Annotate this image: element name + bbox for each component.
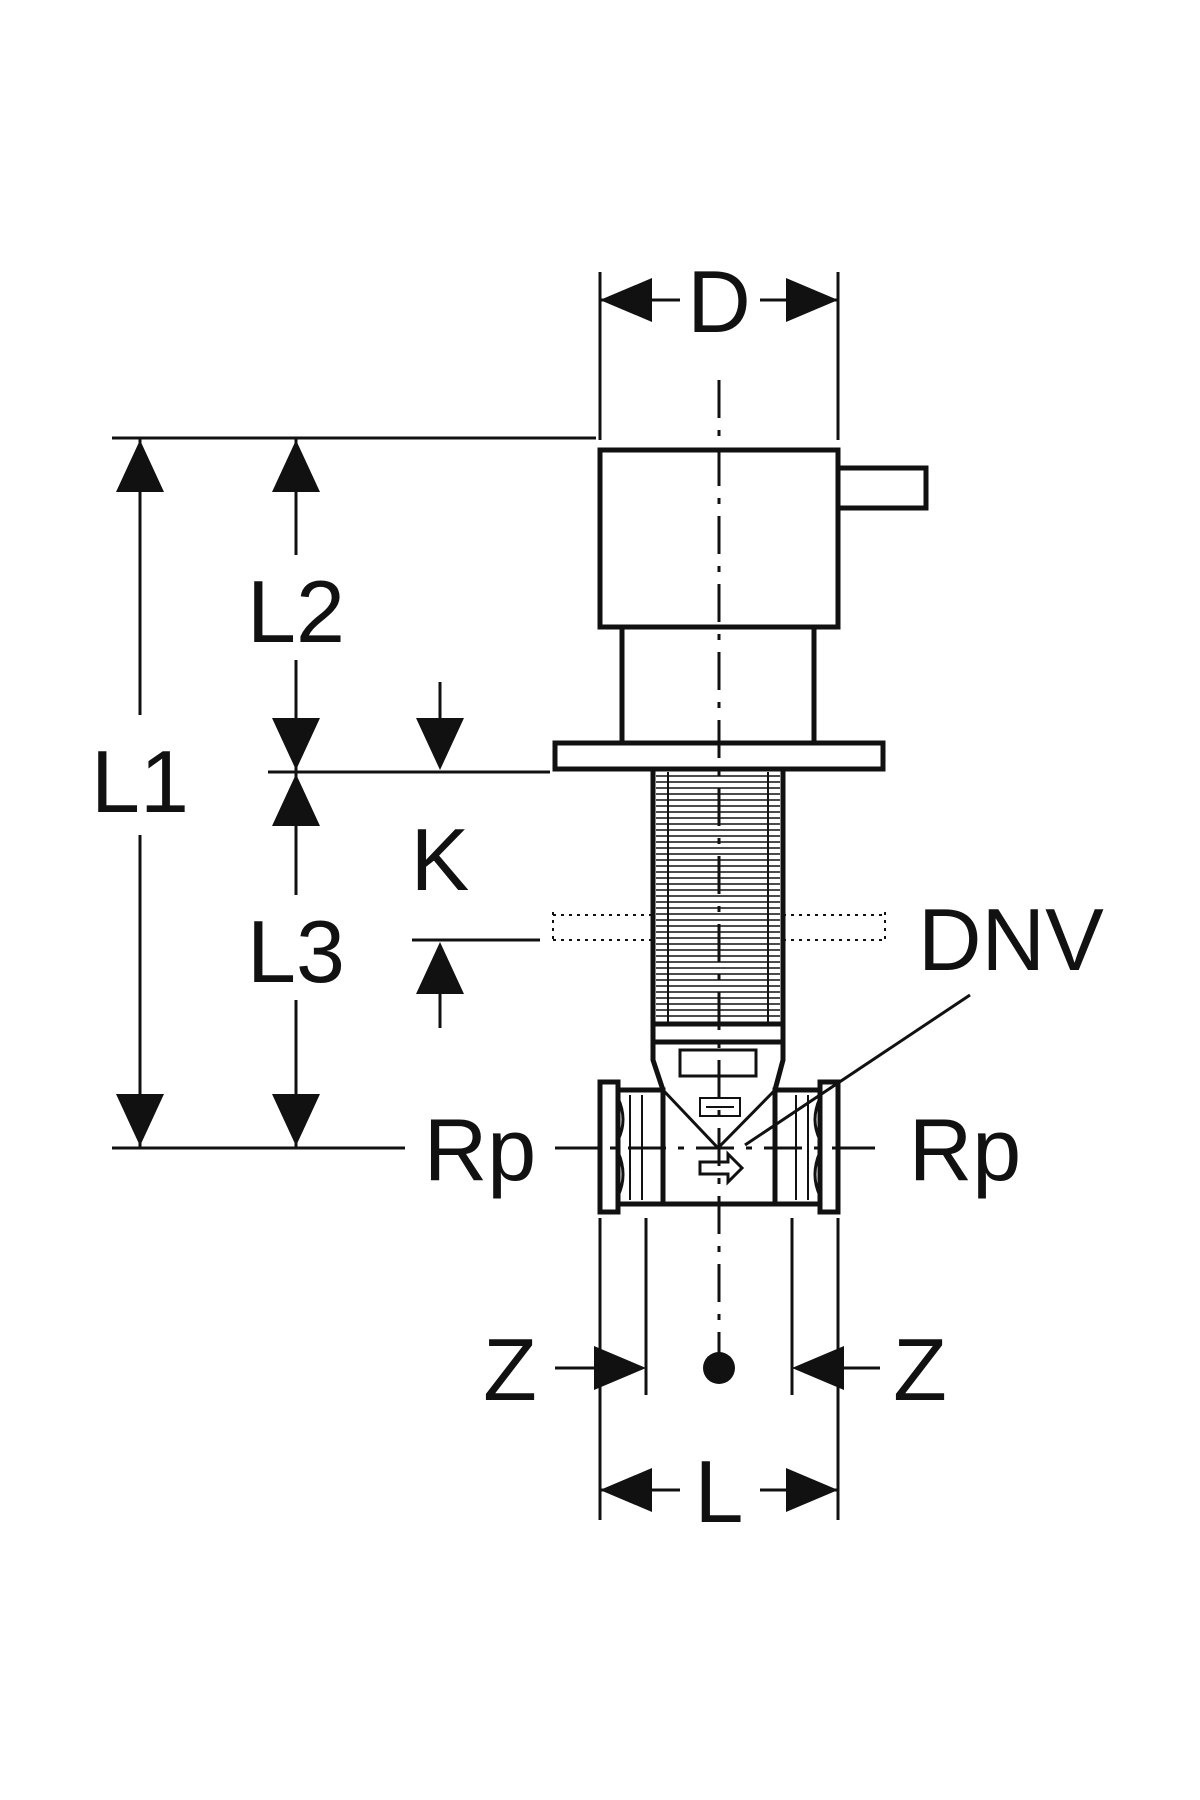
valve-body: [552, 447, 929, 1215]
label-d: D: [687, 252, 751, 351]
dimension-l: L: [600, 1442, 838, 1541]
dimension-z: Z Z: [483, 1218, 947, 1520]
dimension-l1: L1: [91, 438, 189, 1148]
dimension-dnv: DNV: [744, 890, 1104, 1147]
label-l1: L1: [91, 732, 189, 831]
label-l3: L3: [247, 902, 345, 1001]
label-z-right: Z: [893, 1320, 947, 1419]
label-dnv: DNV: [918, 890, 1104, 989]
wall-marks: [552, 912, 886, 944]
valve-lever: [835, 465, 929, 511]
label-rp-left: Rp: [424, 1100, 537, 1199]
center-point: [703, 1352, 735, 1384]
label-l: L: [695, 1442, 744, 1541]
dimension-k: K: [411, 682, 540, 1028]
label-rp-right: Rp: [909, 1100, 1022, 1199]
label-l2: L2: [247, 562, 345, 661]
label-k: K: [411, 810, 470, 909]
dimension-l3: L3: [247, 772, 345, 1148]
center-lines: [560, 380, 875, 1384]
dimension-d: D: [598, 252, 840, 440]
dimension-l2: L2: [247, 438, 345, 772]
label-z-left: Z: [483, 1320, 537, 1419]
